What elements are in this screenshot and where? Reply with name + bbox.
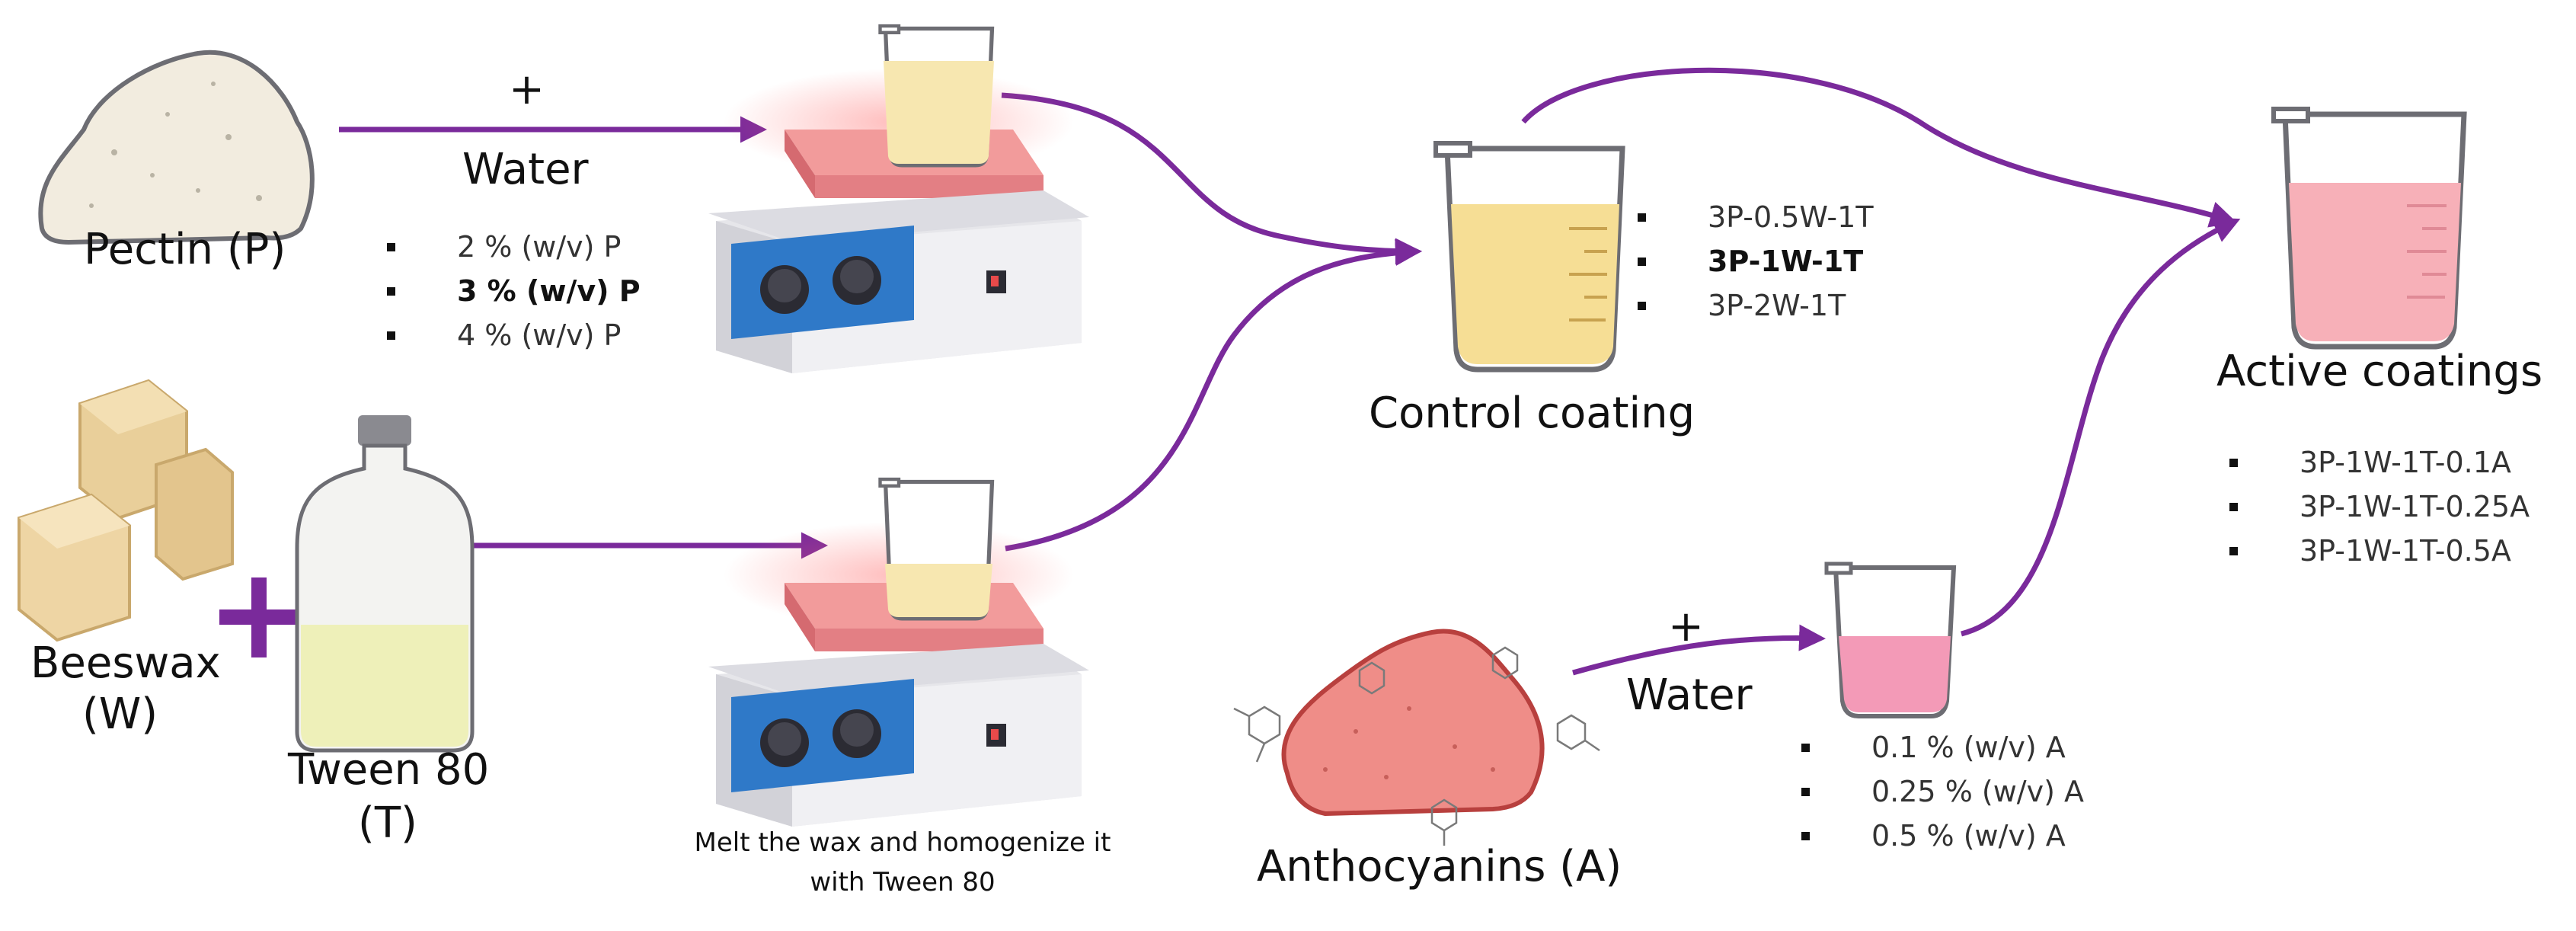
tween-bottle-icon [295,415,475,753]
anthocyanin-option: 0.5 % (w/v) A [1801,814,2084,858]
beeswax-label-line1: Beeswax [30,638,221,688]
control-coating-title: Control coating [1369,389,1695,438]
pectin-option: 3 % (w/v) P [387,269,641,313]
anthocyanins-label: Anthocyanins (A) [1257,842,1622,891]
active-coatings-beaker-icon [2271,107,2467,350]
melt-note-line1: Melt the wax and homogenize it [694,827,1111,858]
anthocyanin-options-list: 0.1 % (w/v) A 0.25 % (w/v) A 0.5 % (w/v)… [1801,725,2084,858]
pectin-option: 4 % (w/v) P [387,313,641,357]
control-coating-beaker-icon [1433,141,1625,373]
tween-label-line1: Tween 80 [288,745,490,795]
plus-label-bottom: + [1668,602,1704,651]
control-option: 3P-1W-1T [1638,239,1874,283]
arrow-top-to-control [1001,92,1422,265]
arrow-anthocyanin-water [1572,624,1826,676]
tween-label-line2: (T) [358,798,417,848]
control-option: 3P-0.5W-1T [1638,195,1874,239]
hotplate-top-icon [708,26,1089,373]
control-option: 3P-2W-1T [1638,283,1874,328]
active-option: 3P-1W-1T-0.1A [2229,440,2530,485]
melt-note-line2: with Tween 80 [810,867,996,897]
arrow-control-to-active [1521,67,2237,228]
hotplate-bottom-icon [708,479,1089,827]
active-coatings-title: Active coatings [2216,347,2543,396]
plus-icon [219,577,299,657]
beeswax-label-line2: (W) [82,689,158,739]
anthocyanin-option: 0.25 % (w/v) A [1801,769,2084,814]
pectin-label: Pectin (P) [84,225,286,274]
pectin-options-list: 2 % (w/v) P 3 % (w/v) P 4 % (w/v) P [387,225,641,357]
pectin-option: 2 % (w/v) P [387,225,641,269]
anthocyanin-powder-icon [1233,629,1600,846]
arrow-bottom-to-control [1005,238,1422,552]
anthocyanin-solution-beaker-icon [1824,561,1957,718]
active-options-list: 3P-1W-1T-0.1A 3P-1W-1T-0.25A 3P-1W-1T-0.… [2229,440,2530,573]
beeswax-cubes-icon [18,379,234,642]
pectin-powder-icon [38,50,315,245]
melt-note: Melt the wax and homogenize it with Twee… [602,823,1203,902]
plus-label-top: + [509,65,545,114]
water-label-bottom: Water [1626,670,1753,720]
anthocyanin-option: 0.1 % (w/v) A [1801,725,2084,769]
water-label-top: Water [462,145,589,194]
active-option: 3P-1W-1T-0.25A [2229,485,2530,529]
control-options-list: 3P-0.5W-1T 3P-1W-1T 3P-2W-1T [1638,195,1874,328]
active-option: 3P-1W-1T-0.5A [2229,529,2530,573]
arrow-anthocyanin-to-active [1961,217,2241,637]
